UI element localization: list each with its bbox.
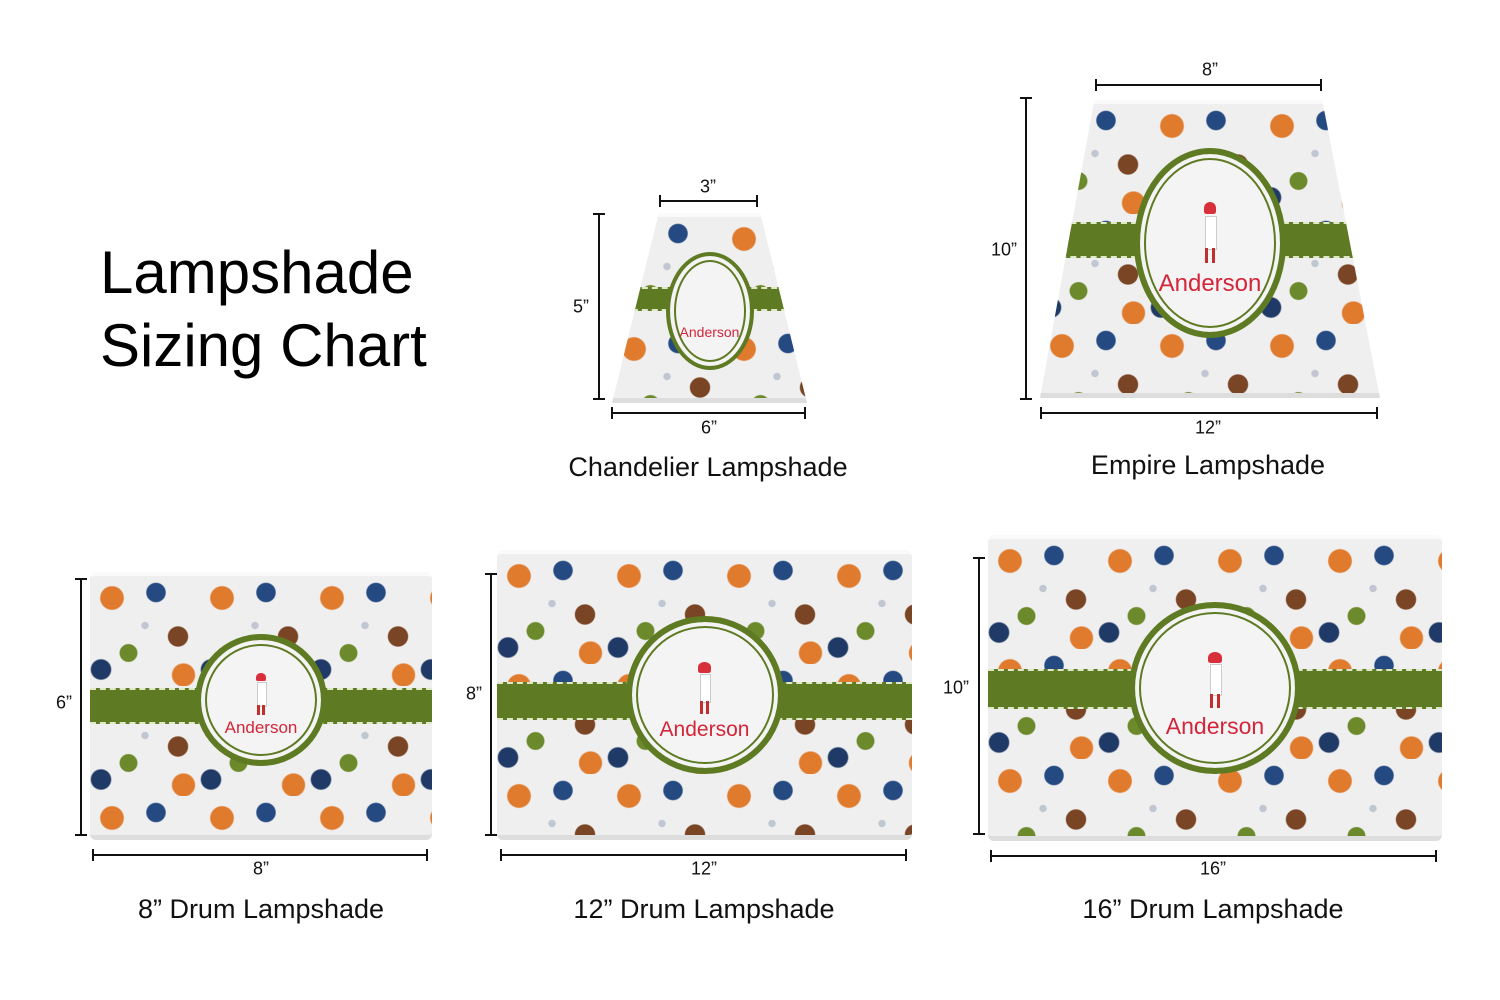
personalized-name: Anderson [679, 324, 740, 341]
height-dimension-label: 10” [942, 677, 970, 698]
drum-16-lampshade-image: Anderson [988, 535, 1442, 841]
bottom-dimension-label: 6” [700, 417, 718, 438]
bottom-dimension-line [1040, 407, 1378, 419]
drum-12-caption: 12” Drum Lampshade [573, 894, 835, 924]
bottom-dimension-line [611, 407, 806, 419]
chandelier-caption: Chandelier Lampshade [568, 452, 848, 482]
empire-lampshade-image: Anderson [1040, 100, 1380, 398]
top-dimension-label: 8” [1201, 59, 1219, 80]
chart-title: Lampshade Sizing Chart [100, 236, 427, 382]
chandelier-lampshade-image: Anderson [612, 213, 807, 403]
drum-12-lampshade-image: Anderson [497, 550, 912, 840]
height-dimension-label: 8” [465, 683, 483, 704]
drum-8-lampshade-image: Anderson [90, 572, 432, 840]
height-dimension-line [1020, 97, 1032, 400]
bottom-dimension-line [500, 849, 907, 861]
bottom-dimension-line [92, 849, 428, 861]
height-dimension-label: 6” [55, 692, 73, 713]
personalized-name: Anderson [1158, 269, 1262, 297]
empire-caption: Empire Lampshade [1090, 450, 1326, 480]
drum-8-caption: 8” Drum Lampshade [137, 894, 385, 924]
drum-16-caption: 16” Drum Lampshade [1082, 894, 1344, 924]
bottom-dimension-label: 12” [690, 858, 718, 879]
top-dimension-line [659, 195, 758, 207]
top-dimension-line [1095, 79, 1322, 91]
height-dimension-label: 10” [990, 239, 1018, 260]
bottom-dimension-label: 12” [1194, 417, 1222, 438]
height-dimension-line [593, 213, 605, 400]
bottom-dimension-label: 8” [252, 858, 270, 879]
personalized-name: Anderson [659, 717, 750, 741]
title-line-1: Lampshade [100, 239, 414, 306]
top-dimension-label: 3” [699, 176, 717, 197]
personalized-name: Anderson [224, 718, 298, 738]
bottom-dimension-label: 16” [1199, 858, 1227, 879]
height-dimension-line [973, 557, 985, 835]
bottom-dimension-line [990, 850, 1437, 862]
personalized-name: Anderson [1165, 712, 1265, 739]
title-line-2: Sizing Chart [100, 312, 427, 379]
height-dimension-line [75, 578, 87, 836]
height-dimension-line [485, 573, 497, 836]
height-dimension-label: 5” [572, 296, 590, 317]
